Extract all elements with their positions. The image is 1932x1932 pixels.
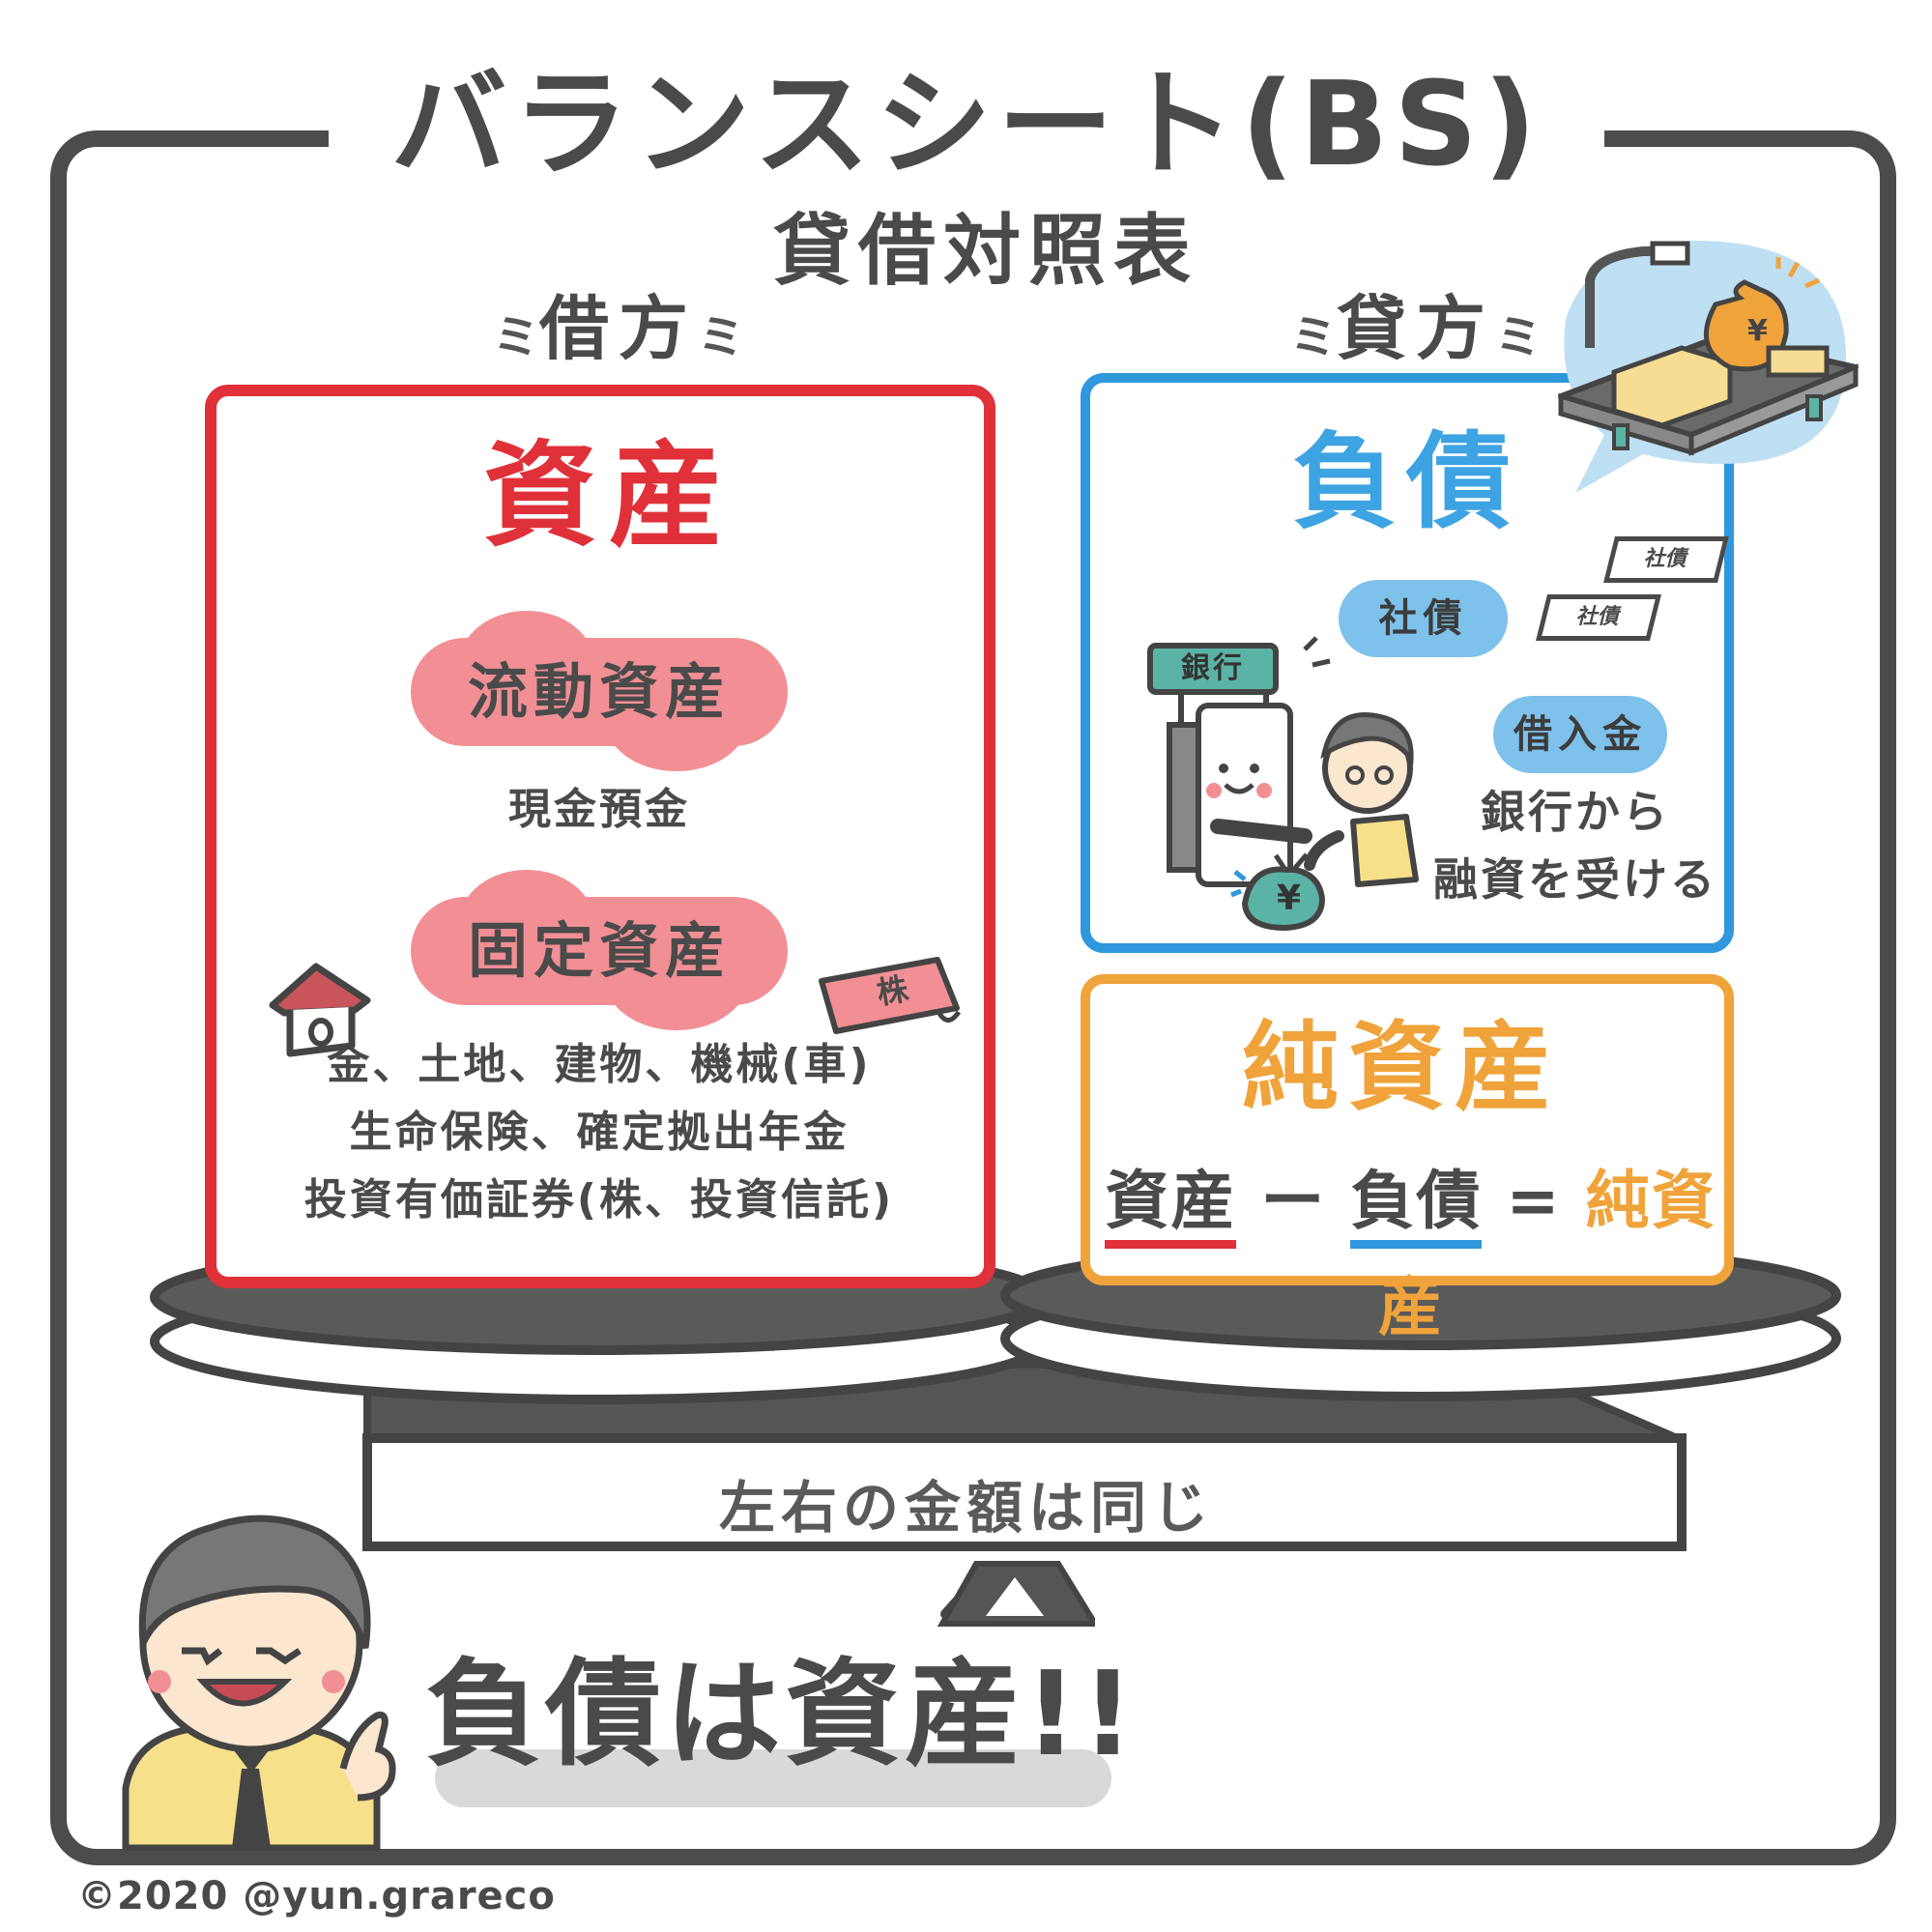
borrowing-label: 借入金 xyxy=(1514,712,1647,757)
fixed-assets-items-line3: 投資有価証券(株、投資信託) xyxy=(303,1175,895,1225)
formula-assets: 資産 xyxy=(1105,1164,1237,1249)
formula-minus: ー xyxy=(1260,1164,1327,1238)
yen-bag-symbol: ¥ xyxy=(1276,879,1305,918)
bank-sign: 銀行 xyxy=(1181,651,1245,685)
credit-label: ミ貸方ミ xyxy=(1256,280,1575,377)
debit-label: ミ借方ミ xyxy=(454,280,783,377)
presenter-character xyxy=(122,1514,396,1852)
title-backing xyxy=(329,58,1604,203)
page-title: バランスシート(BS) xyxy=(390,58,1543,192)
formula-equals: = xyxy=(1506,1164,1562,1238)
assets-box xyxy=(205,385,995,1288)
copyright: ©2020 @yun.grareco xyxy=(77,1874,556,1918)
emphasis-marks-left: ミ xyxy=(492,310,539,364)
bond-certificate-1: 社債 xyxy=(1603,536,1729,583)
emphasis-marks-left: ミ xyxy=(1289,310,1337,364)
current-assets-items: 現金預金 xyxy=(508,785,690,834)
assets-heading: 資産 xyxy=(482,429,735,562)
slogan-underline xyxy=(435,1749,1111,1807)
emphasis-marks-right: ミ xyxy=(1495,310,1543,364)
current-assets-label: 流動資産 xyxy=(467,656,731,727)
equity-formula: 資産 ー 負債 = 純資産 xyxy=(1102,1148,1720,1344)
slogan: 負債は資産!! xyxy=(425,1648,1139,1782)
equity-box xyxy=(1081,974,1734,1285)
borrowing-note-line1: 銀行から xyxy=(1481,786,1670,838)
formula-liabilities: 負債 xyxy=(1350,1164,1483,1249)
factory-illustration: ¥ xyxy=(1558,241,1859,493)
liabilities-heading: 負債 xyxy=(1291,422,1520,543)
credit-label-text: 貸方 xyxy=(1336,288,1495,369)
house-icon xyxy=(269,963,371,1057)
bonds-label: 社債 xyxy=(1378,596,1468,641)
formula-result: 純資産 xyxy=(1378,1164,1717,1344)
bank-loan-illustration xyxy=(1147,636,1419,932)
stock-certificate-icon xyxy=(819,957,962,1034)
fixed-assets-items-line2: 生命保険、確定拠出年金 xyxy=(349,1108,850,1157)
borrowing-note-line2: 融資を受ける xyxy=(1433,853,1717,906)
scale-caption: 左右の金額は同じ xyxy=(718,1475,1214,1541)
bonds-pill xyxy=(1339,580,1508,657)
fixed-assets-label: 固定資産 xyxy=(467,915,731,986)
bond-certificate-2: 社債 xyxy=(1536,594,1661,641)
emphasis-marks-right: ミ xyxy=(698,310,745,364)
fixed-assets-items-line1: 金、土地、建物、機械(車) xyxy=(327,1040,872,1089)
equity-heading: 純資産 xyxy=(1242,1011,1561,1124)
svg-text:¥: ¥ xyxy=(1747,314,1768,348)
page-subtitle: 貸借対照表 xyxy=(773,206,1198,296)
fixed-assets-cloud xyxy=(411,870,788,1030)
debit-label-text: 借方 xyxy=(538,288,698,369)
current-assets-cloud xyxy=(411,611,788,771)
borrowing-pill xyxy=(1493,696,1667,773)
